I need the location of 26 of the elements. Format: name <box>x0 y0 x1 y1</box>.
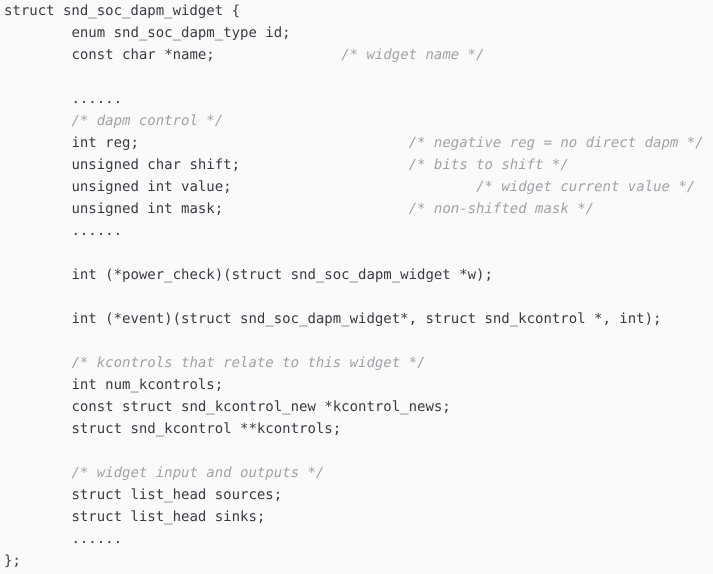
code-line: enum snd_soc_dapm_type id; <box>71 24 291 43</box>
code-line: ...... <box>71 90 122 109</box>
code-line: ...... <box>71 530 122 549</box>
code-line: int (*event)(struct snd_soc_dapm_widget*, struct snd_kcontrol *, int); <box>71 310 662 329</box>
code-line: }; <box>4 552 21 571</box>
code-line: const char *name; <box>71 46 215 65</box>
code-line: unsigned char shift; <box>71 156 240 175</box>
code-comment: /* negative reg = no direct dapm */ <box>408 134 704 153</box>
code-comment: /* widget current value */ <box>476 178 696 197</box>
code-line: struct snd_kcontrol **kcontrols; <box>71 420 342 439</box>
code-line: struct list_head sources; <box>71 486 282 505</box>
code-comment: /* widget name */ <box>341 46 484 65</box>
code-line: struct snd_soc_dapm_widget { <box>4 2 240 21</box>
code-line: int num_kcontrols; <box>71 376 224 395</box>
code-comment: /* bits to shift */ <box>408 156 569 175</box>
code-line: struct list_head sinks; <box>71 508 266 527</box>
code-comment: /* dapm control */ <box>71 112 224 131</box>
code-line: int (*power_check)(struct snd_soc_dapm_widget *w); <box>71 266 493 285</box>
code-comment: /* widget input and outputs */ <box>71 464 324 483</box>
code-comment: /* kcontrols that relate to this widget */ <box>71 354 426 373</box>
code-line: ...... <box>71 222 122 241</box>
code-line: const struct snd_kcontrol_new *kcontrol_news; <box>71 398 451 417</box>
code-line: unsigned int value; <box>71 178 232 197</box>
code-comment: /* non-shifted mask */ <box>408 200 594 219</box>
code-line: int reg; <box>71 134 139 153</box>
code-line: unsigned int mask; <box>71 200 224 219</box>
